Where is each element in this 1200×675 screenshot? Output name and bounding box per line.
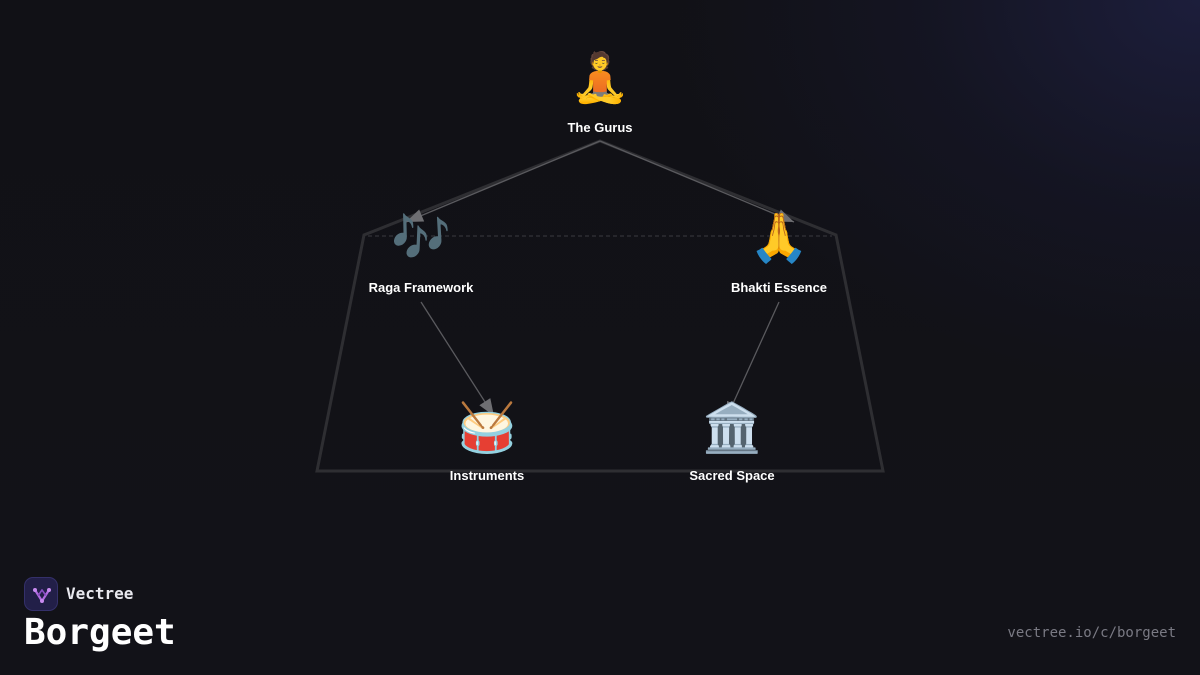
- node-label-gurus: The Gurus: [567, 120, 633, 135]
- edge-bhakti-to-sacred: [725, 301, 780, 420]
- brand-name: Vectree: [66, 584, 134, 603]
- footer-url: vectree.io/c/borgeet: [1007, 625, 1176, 641]
- node-label-bhakti: Bhakti Essence: [730, 280, 828, 295]
- node-label-instruments: Instruments: [449, 468, 525, 483]
- node-icon-instruments: 🥁: [457, 400, 517, 456]
- edge-gurus-to-raga: [405, 140, 601, 223]
- page-title: Borgeet: [24, 612, 176, 653]
- node-icon-sacred: 🏛️: [702, 400, 762, 456]
- arrowhead-gurus-to-raga: [406, 209, 425, 222]
- arrowhead-raga-to-instruments: [479, 398, 494, 416]
- edge-gurus-to-bhakti: [599, 140, 795, 223]
- arrowhead-bhakti-to-sacred: [726, 400, 739, 419]
- vectree-logo-icon: [24, 577, 58, 611]
- node-label-sacred: Sacred Space: [689, 468, 775, 483]
- edge-raga-to-instruments: [420, 301, 495, 417]
- hierarchy-outline: [315, 139, 885, 473]
- node-icon-raga: 🎶: [391, 210, 451, 266]
- node-icon-bhakti: 🙏: [749, 210, 809, 266]
- node-icon-gurus: 🧘: [570, 50, 630, 106]
- arrowhead-gurus-to-bhakti: [775, 209, 794, 222]
- node-label-raga: Raga Framework: [368, 280, 474, 295]
